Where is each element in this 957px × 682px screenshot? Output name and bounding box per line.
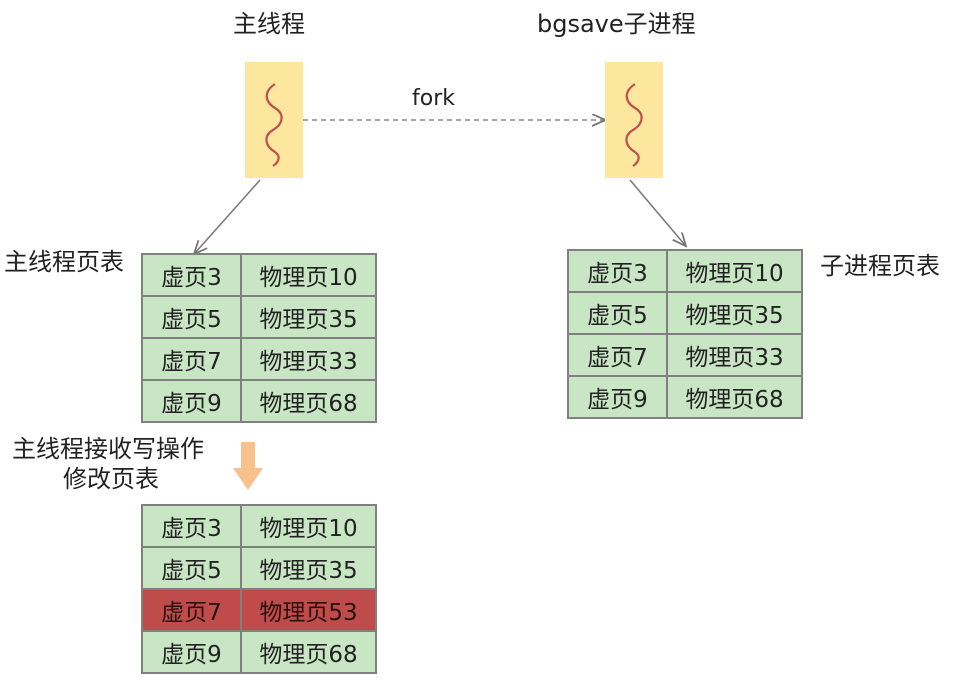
virtual-page-cell: 虚页3 <box>141 253 242 297</box>
virtual-page-cell: 虚页9 <box>141 630 242 674</box>
physical-page-cell: 物理页35 <box>666 291 803 335</box>
virtual-page-cell: 虚页7 <box>141 337 242 381</box>
modified-page-table: 虚页3 物理页10 虚页5 物理页35 虚页7 物理页53 虚页9 物理页68 <box>141 504 377 674</box>
fork-label: fork <box>412 86 455 111</box>
virtual-page-cell: 虚页5 <box>567 291 668 335</box>
down-arrow-icon <box>233 442 263 490</box>
physical-page-cell: 物理页10 <box>240 253 377 297</box>
physical-page-cell: 物理页68 <box>666 375 803 419</box>
child-page-table-label: 子进程页表 <box>820 252 940 280</box>
physical-page-cell: 物理页68 <box>240 630 377 674</box>
main-page-table: 虚页3 物理页10 虚页5 物理页35 虚页7 物理页33 虚页9 物理页68 <box>141 253 377 423</box>
virtual-page-cell: 虚页3 <box>141 504 242 548</box>
table-row: 虚页3 物理页10 <box>141 504 377 548</box>
thread-wave-icon <box>265 83 283 167</box>
table-row: 虚页3 物理页10 <box>141 253 377 297</box>
virtual-page-cell: 虚页9 <box>567 375 668 419</box>
main-thread-box <box>245 62 303 178</box>
table-row: 虚页9 物理页68 <box>141 630 377 674</box>
virtual-page-cell: 虚页7 <box>141 588 242 632</box>
virtual-page-cell: 虚页5 <box>141 295 242 339</box>
table-row: 虚页5 物理页35 <box>141 295 377 339</box>
main-to-table-arrow <box>195 179 261 253</box>
physical-page-cell: 物理页33 <box>666 333 803 377</box>
child-to-table-arrow <box>629 179 685 245</box>
physical-page-cell: 物理页10 <box>666 249 803 293</box>
child-process-label: bgsave子进程 <box>537 10 696 38</box>
table-row: 虚页5 物理页35 <box>567 291 803 335</box>
write-op-label-line2: 修改页表 <box>63 465 159 493</box>
virtual-page-cell: 虚页5 <box>141 546 242 590</box>
child-process-box <box>605 62 663 178</box>
physical-page-cell: 物理页33 <box>240 337 377 381</box>
physical-page-cell: 物理页10 <box>240 504 377 548</box>
modified-table-row: 虚页7 物理页53 <box>141 588 377 632</box>
physical-page-cell: 物理页35 <box>240 295 377 339</box>
physical-page-cell: 物理页68 <box>240 379 377 423</box>
table-row: 虚页3 物理页10 <box>567 249 803 293</box>
main-page-table-label: 主线程页表 <box>4 248 124 276</box>
table-row: 虚页7 物理页33 <box>141 337 377 381</box>
write-op-label-line1: 主线程接收写操作 <box>12 435 204 463</box>
virtual-page-cell: 虚页3 <box>567 249 668 293</box>
table-row: 虚页5 物理页35 <box>141 546 377 590</box>
physical-page-cell: 物理页35 <box>240 546 377 590</box>
table-row: 虚页9 物理页68 <box>141 379 377 423</box>
child-page-table: 虚页3 物理页10 虚页5 物理页35 虚页7 物理页33 虚页9 物理页68 <box>567 249 803 419</box>
table-row: 虚页9 物理页68 <box>567 375 803 419</box>
table-row: 虚页7 物理页33 <box>567 333 803 377</box>
physical-page-cell: 物理页53 <box>240 588 377 632</box>
virtual-page-cell: 虚页9 <box>141 379 242 423</box>
process-wave-icon <box>625 83 643 167</box>
main-thread-label: 主线程 <box>233 10 305 38</box>
virtual-page-cell: 虚页7 <box>567 333 668 377</box>
